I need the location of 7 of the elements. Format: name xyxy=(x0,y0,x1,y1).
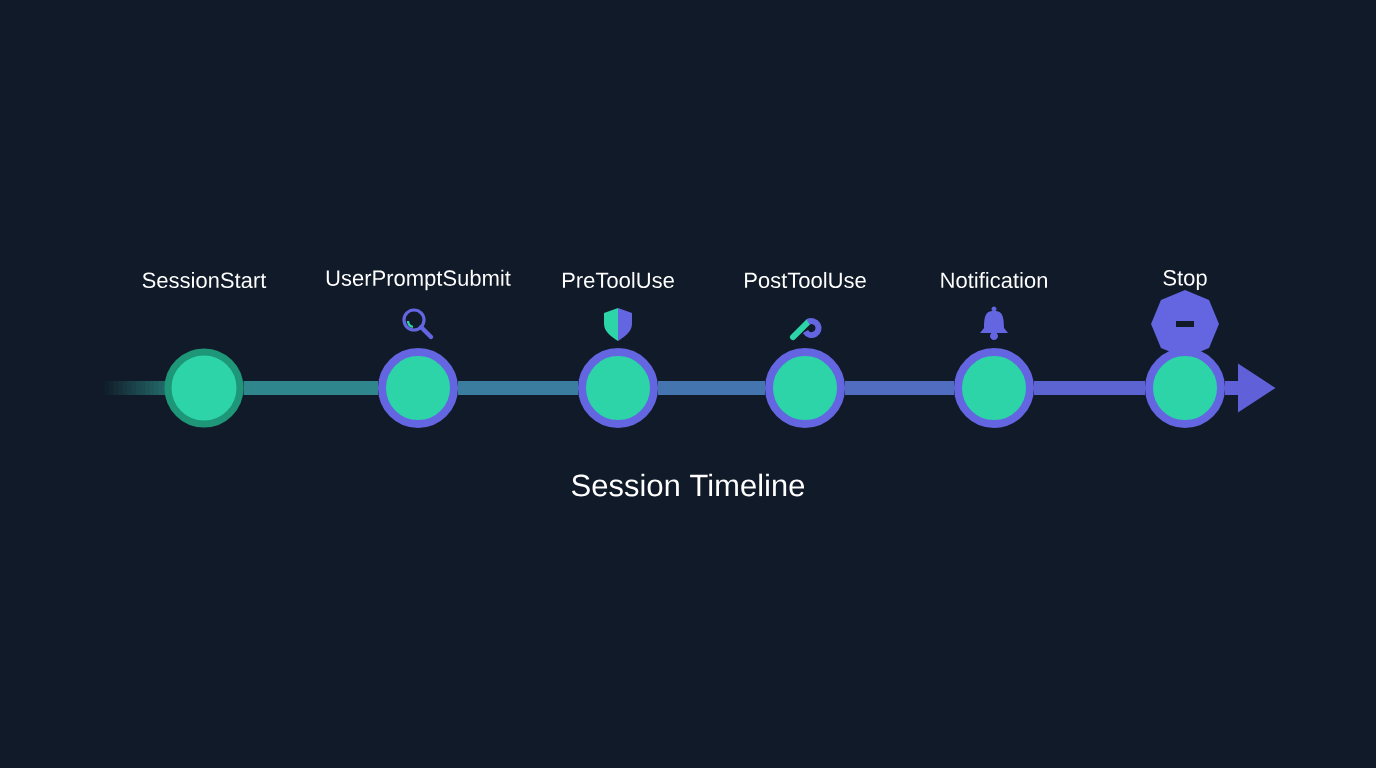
event-label: SessionStart xyxy=(142,271,267,289)
timeline-title: Session Timeline xyxy=(571,473,805,497)
event-label: Stop xyxy=(1163,270,1207,290)
event-label: UserPromptSubmit xyxy=(326,269,511,291)
event-label: PostToolUse xyxy=(745,271,866,289)
event-label: PreToolUse xyxy=(562,271,674,289)
event-label: Notification xyxy=(941,271,1047,289)
